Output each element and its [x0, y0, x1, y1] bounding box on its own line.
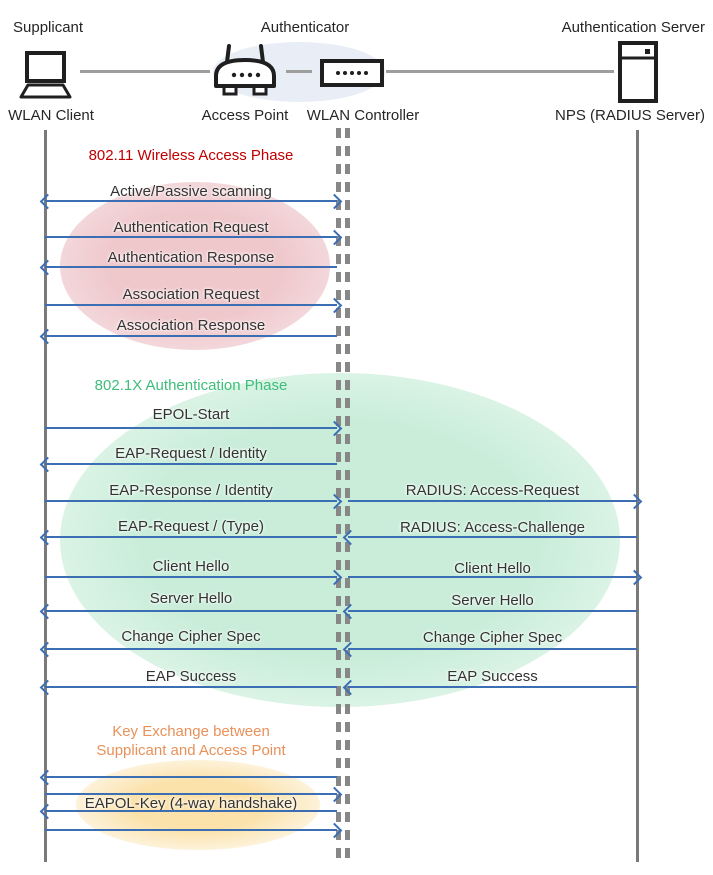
arrow-left [45, 463, 337, 465]
message-label: Authentication Response [107, 249, 275, 266]
message-label: Client Hello [152, 558, 230, 575]
message-label: EPOL-Start [152, 406, 230, 423]
role-label-supplicant: Supplicant [13, 19, 84, 36]
message-label: EAP Success [145, 668, 237, 685]
arrow-right [348, 576, 637, 578]
arrow-left [45, 810, 337, 812]
message-label: Server Hello [451, 592, 534, 609]
message-label: Association Response [116, 317, 266, 334]
arrow-left [348, 648, 637, 650]
arrow-right [45, 793, 337, 795]
arrow-right [45, 304, 337, 306]
arrow-left [45, 648, 337, 650]
role-label-authenticator: Authenticator [260, 19, 350, 36]
message-label: Change Cipher Spec [422, 629, 563, 646]
arrow-right [45, 236, 337, 238]
wireless-access-point-icon [214, 44, 276, 96]
message-label: EAP-Request / Identity [115, 445, 267, 462]
arrow-left [45, 610, 337, 612]
device-label-access-point: Access Point [201, 107, 289, 124]
message-label: Server Hello [149, 590, 233, 607]
arrow-left [348, 686, 637, 688]
arrow-left [45, 536, 337, 538]
arrow-left [45, 686, 337, 688]
arrow-left [45, 335, 337, 337]
connector-controller-server [386, 70, 614, 73]
role-label-authentication-server: Authentication Server [561, 19, 705, 36]
arrow-right [45, 500, 337, 502]
message-label: Change Cipher Spec [121, 628, 261, 645]
message-label: Client Hello [454, 560, 531, 577]
handshake-label: EAPOL-Key (4-way handshake) [84, 795, 298, 812]
message-label: RADIUS: Access-Request [405, 482, 580, 499]
message-label: EAP-Request / (Type) [118, 518, 264, 535]
message-label: Association Request [122, 286, 260, 303]
phase3-title-line1: Key Exchange between [112, 723, 270, 740]
device-label-wlan-client: WLAN Client [8, 107, 94, 124]
lifeline-wlan-client [44, 130, 47, 862]
lifeline-controller-dashed-2 [345, 128, 350, 864]
message-label: EAP-Response / Identity [109, 482, 273, 499]
phase1-title: 802.11 Wireless Access Phase [88, 147, 294, 164]
message-label: RADIUS: Access-Challenge [399, 519, 586, 536]
phase3-title-line2: Supplicant and Access Point [96, 742, 286, 759]
message-label: Active/Passive scanning [110, 183, 272, 200]
server-icon [618, 41, 658, 103]
arrow-left [348, 610, 637, 612]
arrow-left [45, 266, 337, 268]
arrow-right [45, 576, 337, 578]
lifeline-controller-dashed-1 [336, 128, 341, 864]
connector-client-ap [80, 70, 210, 73]
laptop-icon [19, 51, 72, 99]
arrow-right [348, 500, 637, 502]
message-label: EAP Success [447, 668, 538, 685]
phase3-ellipse [76, 760, 320, 850]
arrow-right [45, 829, 337, 831]
phase2-title: 802.1X Authentication Phase [94, 377, 288, 394]
device-label-radius-server: NPS (RADIUS Server) [554, 107, 706, 124]
arrow-bidirectional [45, 200, 337, 202]
device-label-wlan-controller: WLAN Controller [306, 107, 420, 124]
arrow-left [348, 536, 637, 538]
message-label: Authentication Request [113, 219, 269, 236]
connector-ap-controller [286, 70, 312, 73]
wlan-controller-icon [320, 59, 384, 87]
arrow-right [45, 427, 337, 429]
phase3-title: Key Exchange between Supplicant and Acce… [45, 722, 337, 760]
arrow-left [45, 776, 337, 778]
